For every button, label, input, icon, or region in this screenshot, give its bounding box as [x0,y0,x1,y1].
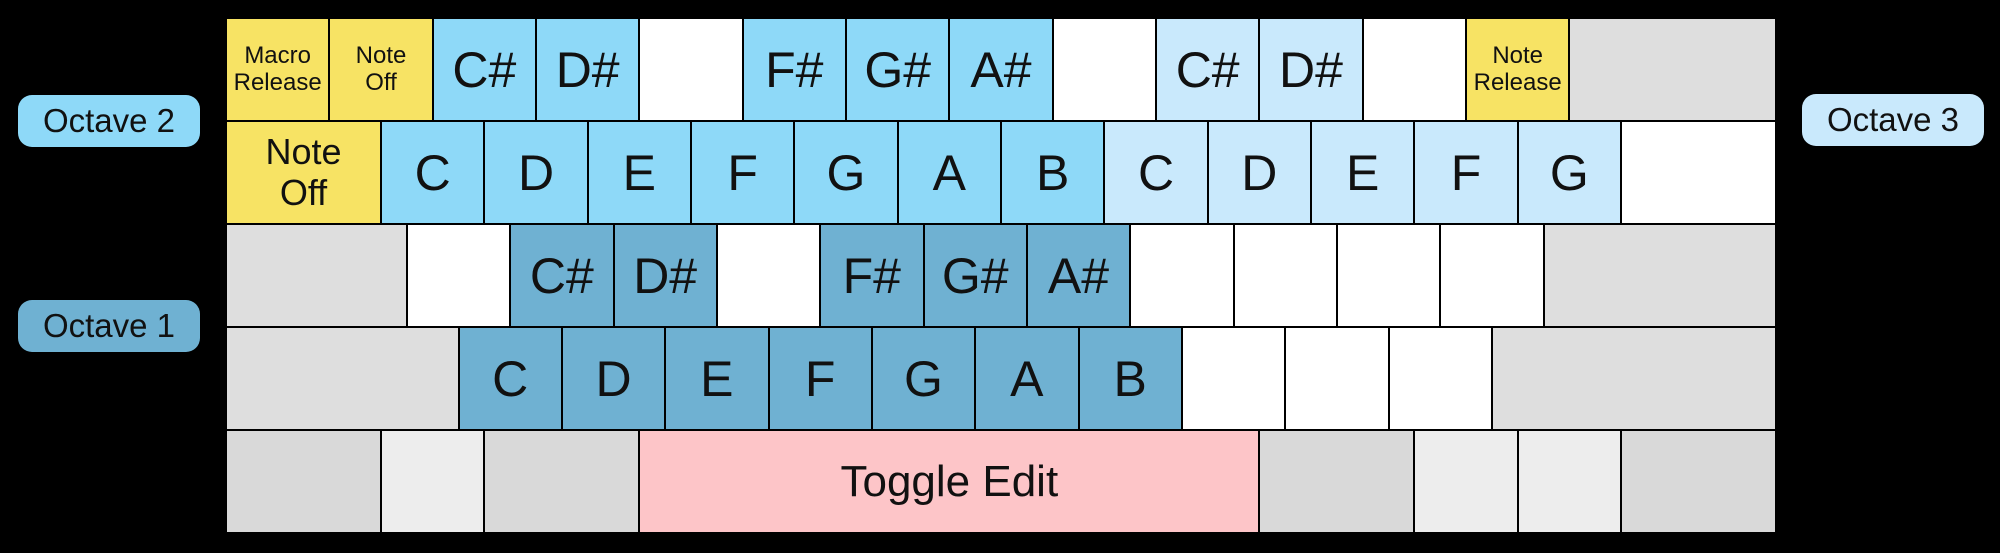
key-f-octave2: F [691,121,795,224]
key-asharp-octave1: A# [1026,224,1131,327]
blank-key [1440,224,1544,327]
key-a-octave2: A [897,121,1001,224]
key-e-octave3: E [1311,121,1415,224]
key-d-octave2: D [484,121,588,224]
key-g-octave2: G [794,121,898,224]
right-shift-key [1491,327,1776,430]
key-c-octave3: C [1104,121,1208,224]
key-dsharp-octave1: D# [613,224,717,327]
octave-1-label: Octave 1 [18,300,200,352]
menu-key [1517,430,1621,533]
key-d-octave1: D [561,327,666,430]
key-g-octave1: G [871,327,976,430]
blank-key [1285,327,1389,430]
toggle-edit-key: Toggle Edit [639,430,1260,533]
key-fsharp-octave2: F# [742,18,846,121]
blank-key [716,224,821,327]
blank-key [1052,18,1156,121]
keyboard-row-home: C#D# F#G#A# [226,224,1776,327]
left-win-key [381,430,485,533]
blank-key [406,224,511,327]
key-e-octave2: E [587,121,691,224]
blank-key [1621,121,1776,224]
blank-key [1362,18,1466,121]
enter-key [1543,224,1776,327]
key-fsharp-octave1: F# [820,224,924,327]
octave-2-label: Octave 2 [18,95,200,147]
key-f-octave1: F [768,327,872,430]
blank-key [1388,327,1492,430]
right-ctrl-key [1621,430,1776,533]
key-csharp-octave3: C# [1156,18,1260,121]
key-asharp-octave2: A# [949,18,1053,121]
key-d-octave3: D [1207,121,1311,224]
key-c-octave2: C [381,121,485,224]
caps-lock-key [226,224,407,327]
left-ctrl-key [226,430,381,533]
key-c-octave1: C [458,327,562,430]
right-win-key [1414,430,1518,533]
right-alt-key [1259,430,1415,533]
key-b-octave1: B [1078,327,1182,430]
key-b-octave2: B [1001,121,1105,224]
backspace-key [1569,18,1776,121]
key-gsharp-octave2: G# [846,18,950,121]
key-g-octave3: G [1517,121,1621,224]
blank-key [1336,224,1441,327]
key-gsharp-octave1: G# [923,224,1027,327]
octave-3-label: Octave 3 [1802,94,1984,146]
key-a-octave1: A [975,327,1079,430]
key-e-octave1: E [665,327,769,430]
key-dsharp-octave3: D# [1259,18,1363,121]
blank-key [1233,224,1337,327]
key-f-octave3: F [1414,121,1518,224]
blank-key [1181,327,1286,430]
blank-key [639,18,743,121]
key-dsharp-octave2: D# [536,18,640,121]
keyboard-row-space: Toggle Edit [226,430,1776,533]
key-csharp-octave1: C# [510,224,614,327]
key-csharp-octave2: C# [432,18,536,121]
left-alt-key [484,430,640,533]
left-shift-key [226,327,459,430]
blank-key [1130,224,1234,327]
